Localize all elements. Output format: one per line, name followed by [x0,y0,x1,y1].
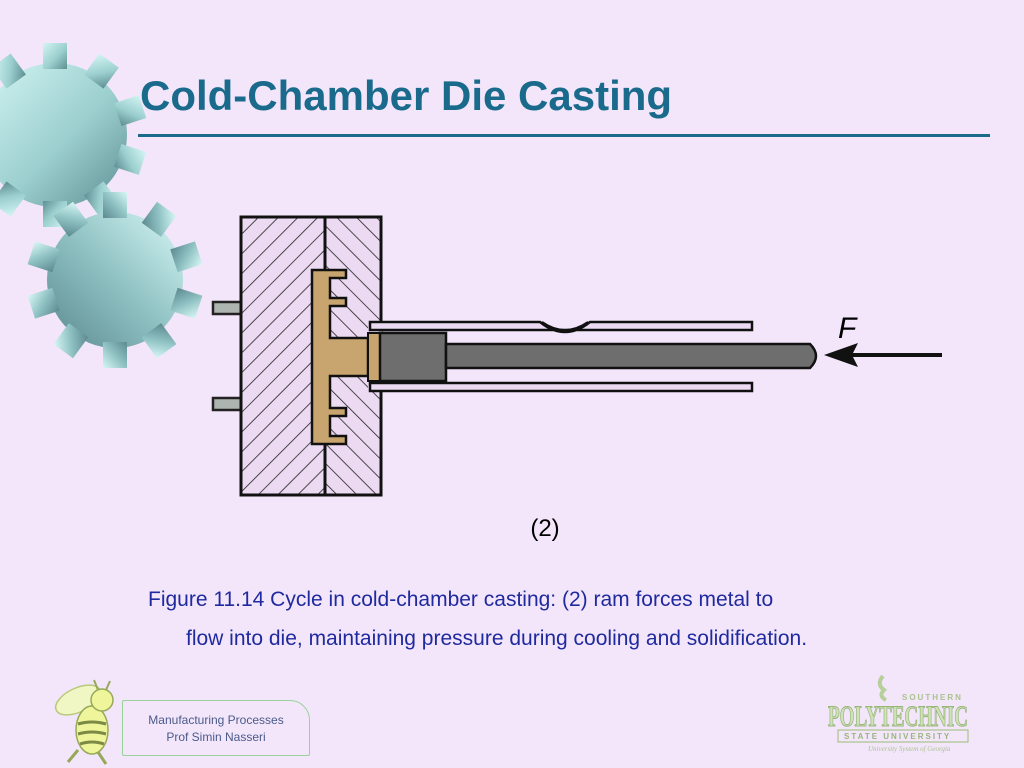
university-logo: SOUTHERN POLYTECHNIC STATE UNIVERSITY Un… [828,674,969,753]
title-divider [138,134,990,137]
caption-line-1: Figure 11.14 Cycle in cold-chamber casti… [148,588,774,611]
die-casting-diagram [211,215,942,497]
instructor-name: Prof Simin Nasseri [166,730,266,744]
bee-mascot-icon [54,679,114,765]
figure-number-label: (2) [530,515,560,542]
svg-text:POLYTECHNIC: POLYTECHNIC [828,700,968,733]
svg-text:University System of Georgia: University System of Georgia [868,745,951,753]
figure-caption: Figure 11.14 Cycle in cold-chamber casti… [148,580,958,658]
shot-sleeve [368,320,754,393]
course-footer: Manufacturing Processes Prof Simin Nasse… [122,700,310,756]
svg-text:SOUTHERN: SOUTHERN [902,693,963,702]
gears-decoration [0,43,203,368]
caption-line-2: flow into die, maintaining pressure duri… [186,627,808,650]
slide-title: Cold-Chamber Die Casting [140,72,673,119]
svg-text:STATE UNIVERSITY: STATE UNIVERSITY [844,732,951,741]
course-name: Manufacturing Processes [148,713,284,727]
force-label: F [838,312,857,345]
gear-icon [27,192,203,368]
ram-plunger [378,331,818,383]
force-arrow-icon [824,343,942,367]
